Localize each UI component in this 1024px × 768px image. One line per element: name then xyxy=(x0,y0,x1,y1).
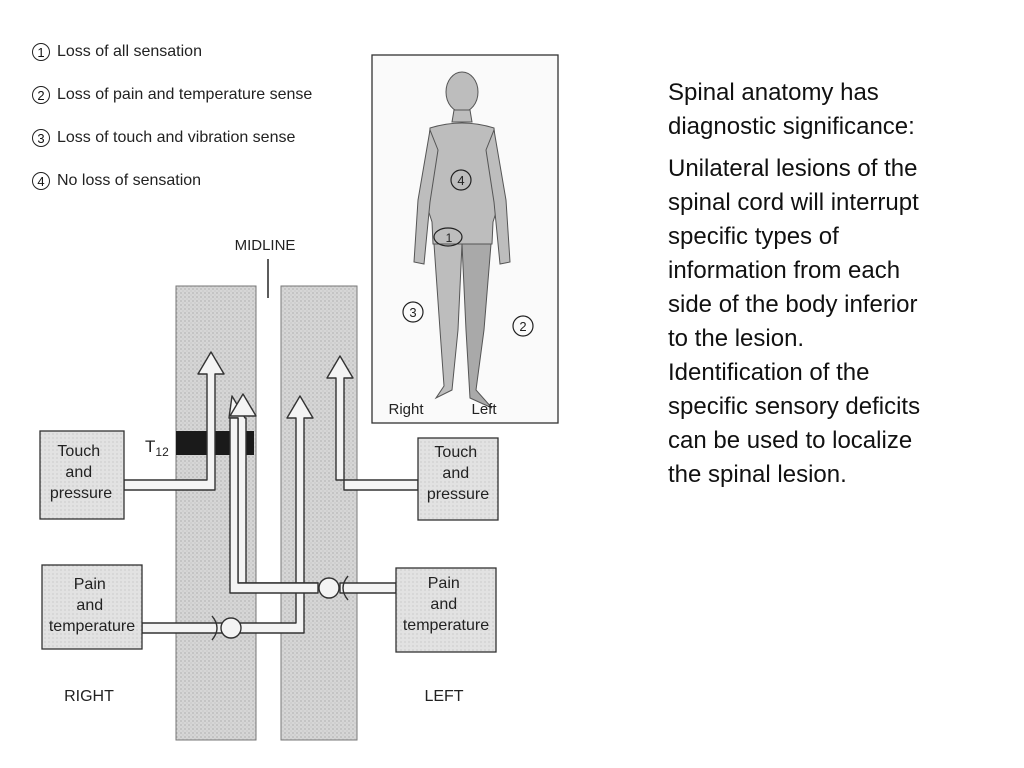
legend-item: 4 No loss of sensation xyxy=(32,169,372,193)
explanation-text-panel: Spinal anatomy has diagnostic significan… xyxy=(668,76,938,500)
body-figure-panel: 4 1 3 2 Right Left xyxy=(371,54,559,424)
legend-item: 3 Loss of touch and vibration sense xyxy=(32,126,372,150)
right-touch-pathway xyxy=(123,351,225,491)
legend-text: Loss of pain and temperature sense xyxy=(57,86,313,103)
legend-number: 3 xyxy=(32,129,50,147)
right-side-label: RIGHT xyxy=(64,688,114,705)
legend-number: 2 xyxy=(32,86,50,104)
level-label: T12 xyxy=(145,437,169,459)
region-1-marker: 1 xyxy=(446,231,453,245)
left-touch-pathway xyxy=(326,355,419,491)
left-pain-pathway xyxy=(228,393,397,601)
legend-text: Loss of all sensation xyxy=(57,43,202,60)
spinal-cord-diagram: MIDLINE T12 Touch and pressure Touch xyxy=(39,54,559,741)
left-side-label: LEFT xyxy=(424,688,463,705)
legend-text: No loss of sensation xyxy=(57,172,202,189)
region-2-marker: 2 xyxy=(519,319,526,334)
explanation-body: Unilateral lesions of the spinal cord wi… xyxy=(668,155,921,488)
right-touch-label: Touch and pressure xyxy=(50,443,112,502)
right-pain-box xyxy=(41,564,143,650)
right-pain-pathway xyxy=(141,395,314,641)
left-touch-box xyxy=(417,437,499,521)
midline-label: MIDLINE xyxy=(235,237,296,254)
legend-item: 2 Loss of pain and temperature sense xyxy=(32,83,372,107)
left-cord-half xyxy=(280,285,358,741)
right-touch-box xyxy=(39,430,125,520)
region-4-marker: 4 xyxy=(457,173,464,188)
left-pain-box xyxy=(395,567,497,653)
legend-item: 1 Loss of all sensation xyxy=(32,40,372,64)
figure-left-label: Left xyxy=(471,401,497,418)
left-touch-label: Touch and pressure xyxy=(427,444,489,503)
legend-text: Loss of touch and vibration sense xyxy=(57,129,296,146)
explanation-heading: Spinal anatomy has diagnostic significan… xyxy=(668,79,915,140)
legend-number: 4 xyxy=(32,172,50,190)
right-pain-label: Pain and temperature xyxy=(49,576,135,635)
left-pain-label: Pain and temperature xyxy=(403,575,489,634)
figure-right-label: Right xyxy=(388,401,424,418)
body-silhouette xyxy=(413,71,511,409)
legend-number: 1 xyxy=(32,43,50,61)
region-3-marker: 3 xyxy=(409,305,416,320)
